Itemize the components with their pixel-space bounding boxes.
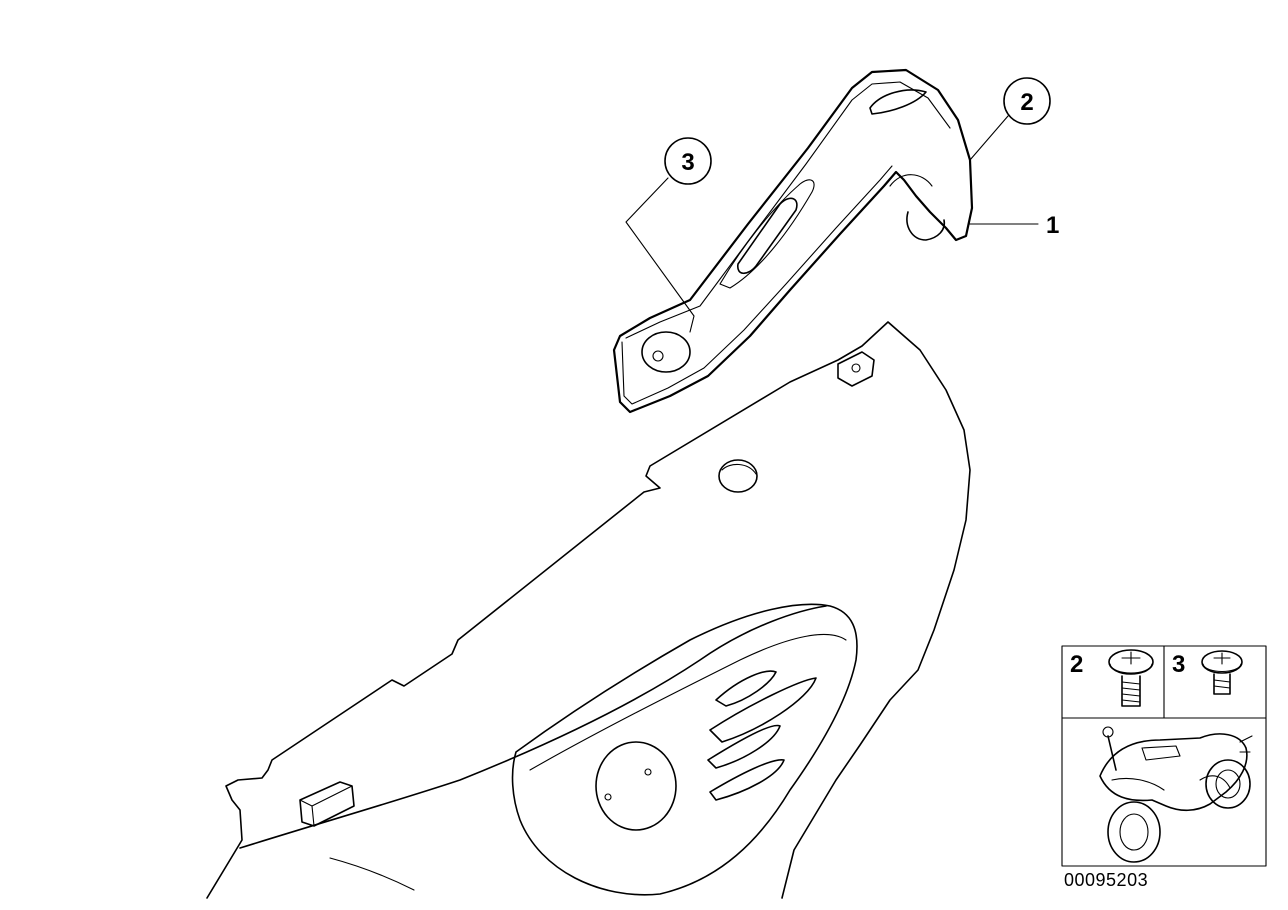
callout-3: 3 <box>625 137 712 333</box>
callout-1: 1 <box>967 212 1059 239</box>
legend-screw-3-number: 3 <box>1172 651 1185 678</box>
bracket-part-illustration <box>612 68 974 414</box>
callout-1-number: 1 <box>1046 212 1059 239</box>
motorcycle-thumbnail-icon <box>1099 726 1253 863</box>
document-id: 00095203 <box>1064 870 1149 890</box>
legend-box: 2 3 <box>1061 645 1267 867</box>
callout-3-number: 3 <box>681 149 694 176</box>
callout-2-number: 2 <box>1020 89 1033 116</box>
side-panel-illustration <box>206 321 971 899</box>
callout-2: 2 <box>969 77 1051 161</box>
screw-long-icon <box>1108 649 1154 707</box>
screw-short-icon <box>1201 650 1243 695</box>
legend-screw-2-number: 2 <box>1070 651 1083 678</box>
